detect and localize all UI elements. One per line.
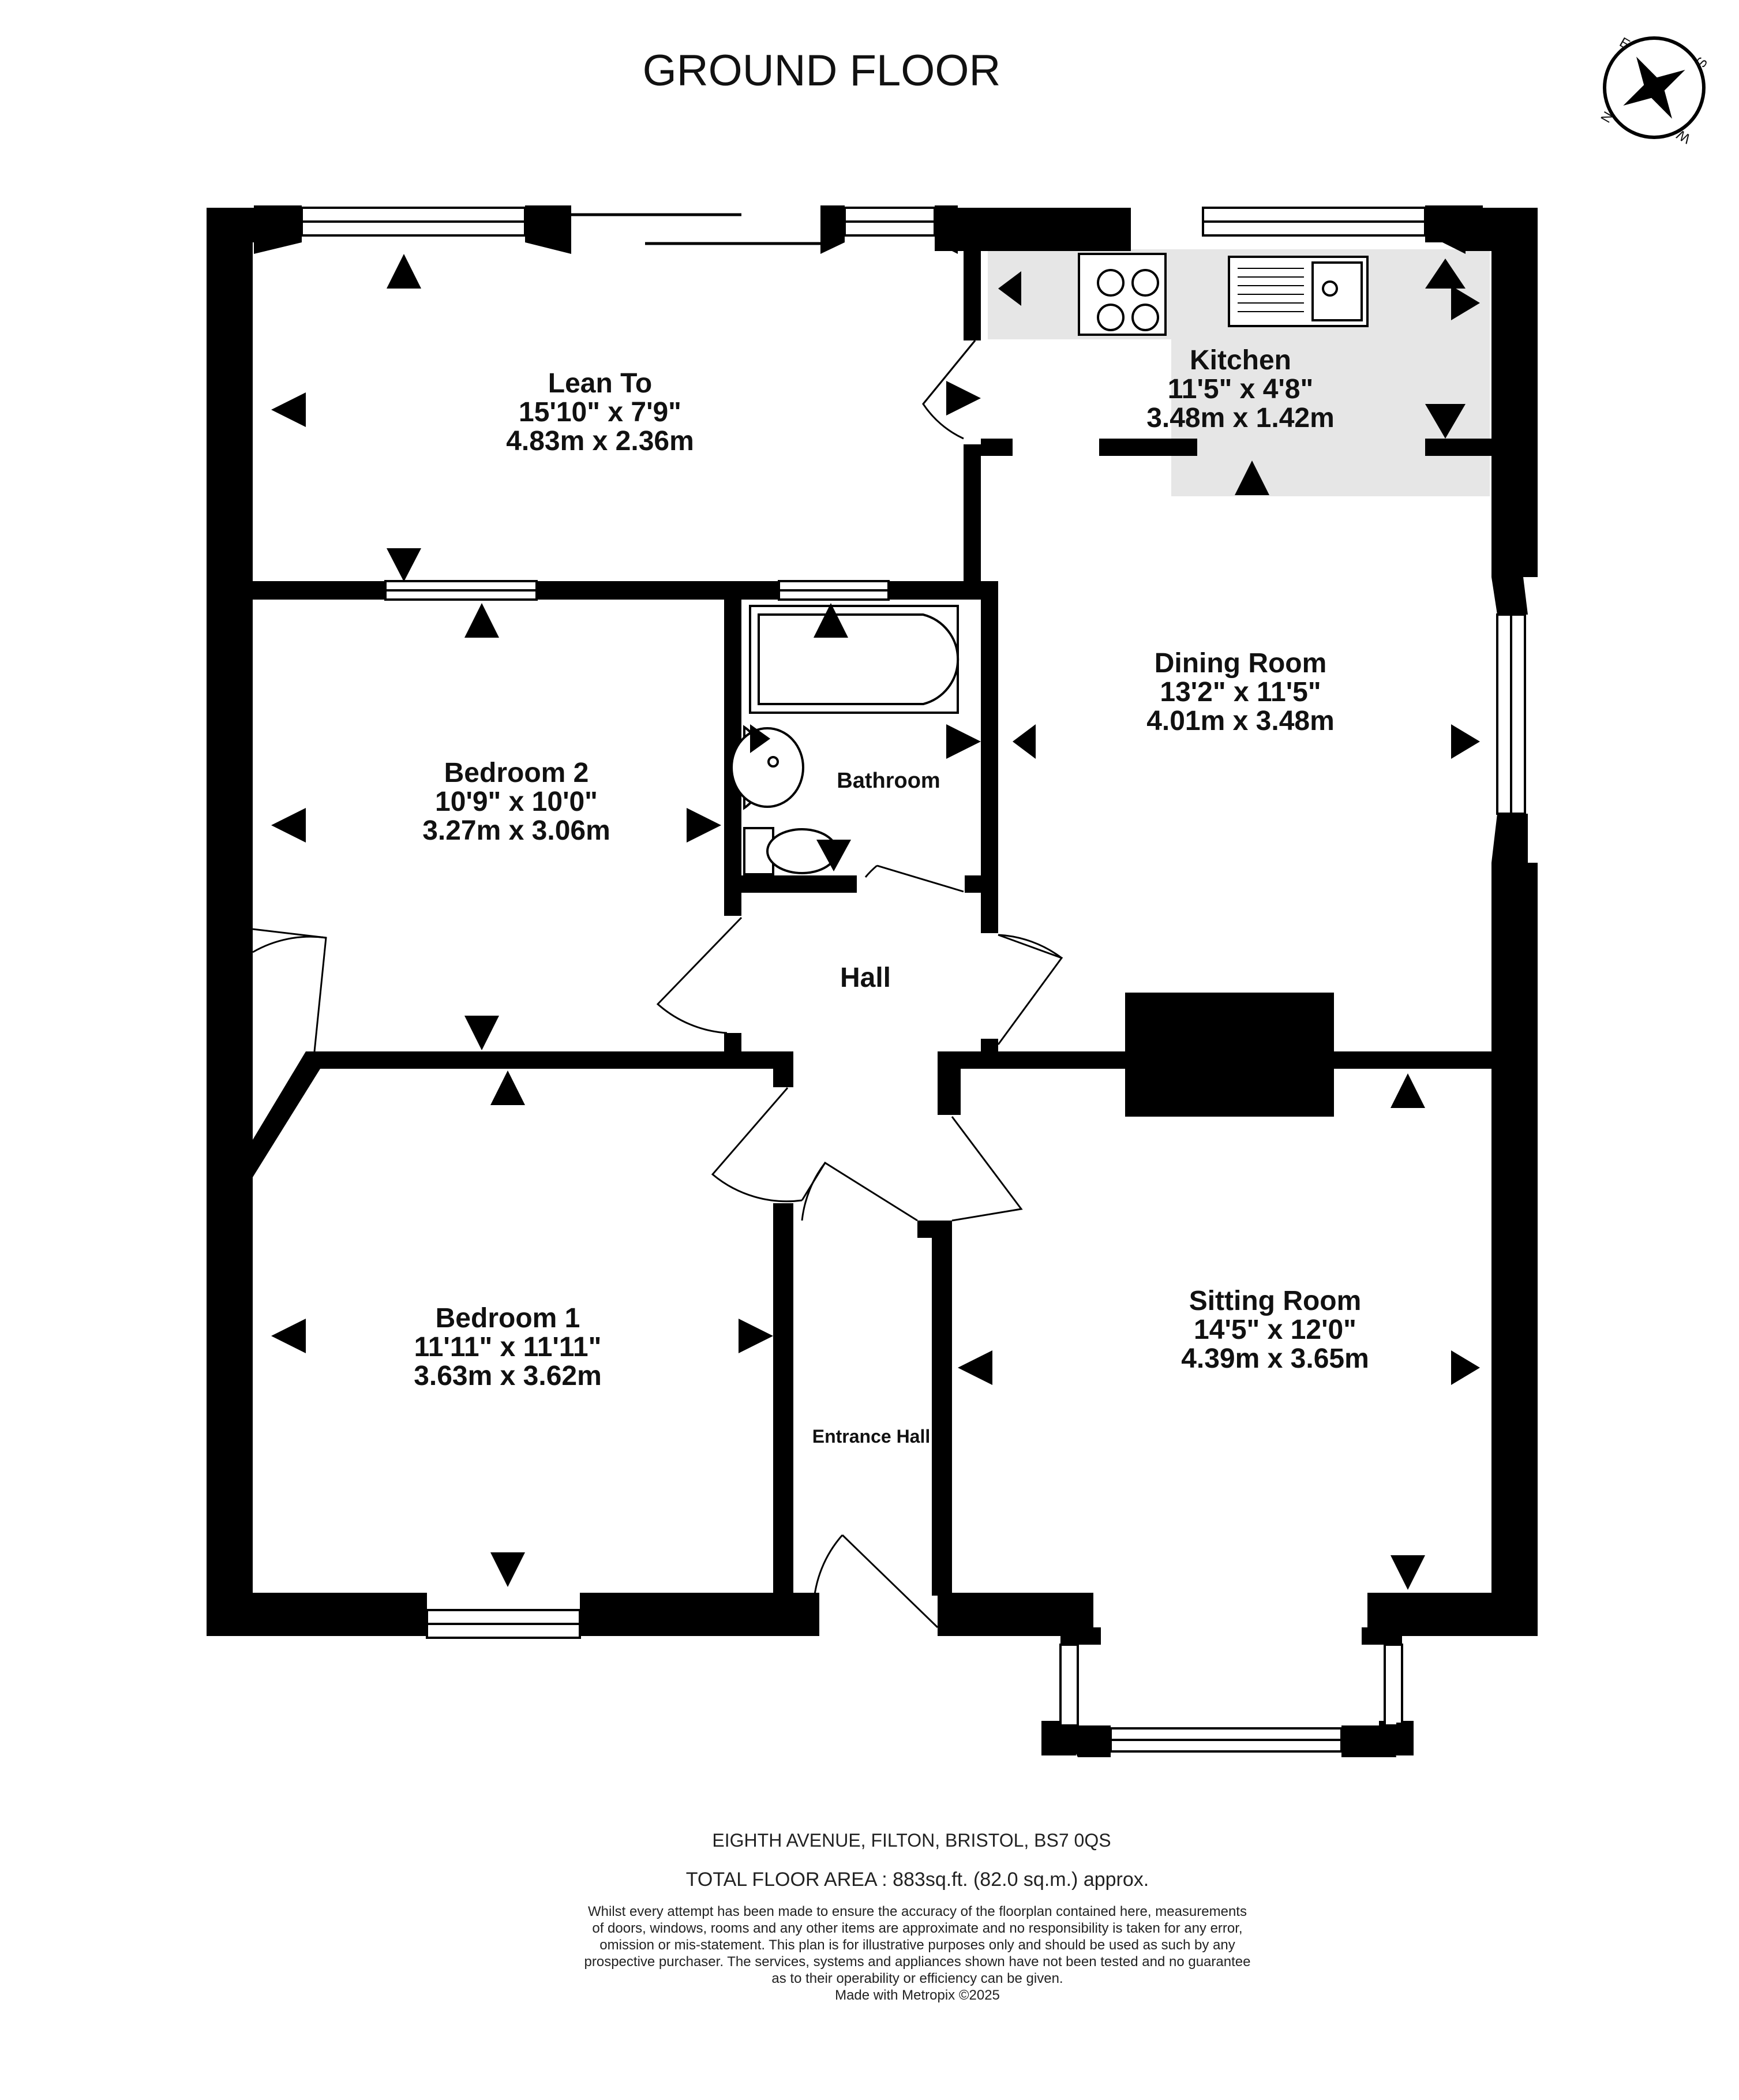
floor-title: GROUND FLOOR <box>643 46 1001 95</box>
dining-room-metric: 4.01m x 3.48m <box>1146 706 1335 736</box>
bedroom-2-metric: 3.27m x 3.06m <box>422 815 610 846</box>
bathroom-name: Bathroom <box>837 769 940 793</box>
sitting-room-metric: 4.39m x 3.65m <box>1181 1343 1369 1374</box>
room-label-dining-room: Dining Room 13'2" x 11'5" 4.01m x 3.48m <box>1146 648 1335 736</box>
lean-to-imperial: 15'10" x 7'9" <box>519 397 681 428</box>
room-label-kitchen: Kitchen 11'5" x 4'8" 3.48m x 1.42m <box>1146 345 1335 433</box>
disclaimer-line-4: prospective purchaser. The services, sys… <box>584 1954 1251 1970</box>
total-floor-area: TOTAL FLOOR AREA : 883sq.ft. (82.0 sq.m.… <box>686 1869 1149 1891</box>
room-label-bedroom-2: Bedroom 2 10'9" x 10'0" 3.27m x 3.06m <box>422 758 610 846</box>
room-label-bathroom: Bathroom <box>837 769 940 793</box>
sliding-door <box>571 213 820 245</box>
dining-room-name: Dining Room <box>1155 648 1327 679</box>
windows <box>301 207 1526 1753</box>
room-label-lean-to: Lean To 15'10" x 7'9" 4.83m x 2.36m <box>506 368 694 456</box>
doors <box>252 340 1063 1629</box>
basin-icon <box>730 725 804 810</box>
walls <box>207 205 1538 1755</box>
kitchen-metric: 3.48m x 1.42m <box>1146 403 1335 433</box>
bedroom-1-name: Bedroom 1 <box>436 1303 580 1334</box>
lean-to-metric: 4.83m x 2.36m <box>506 426 694 456</box>
window-frames <box>254 205 1528 1757</box>
property-address: EIGHTH AVENUE, FILTON, BRISTOL, BS7 0QS <box>712 1830 1111 1851</box>
sink-icon <box>1228 256 1369 327</box>
compass-rose-icon: N E S W <box>1598 35 1710 147</box>
disclaimer-line-5: as to their operability or efficiency ca… <box>771 1971 1063 1986</box>
kitchen-imperial: 11'5" x 4'8" <box>1168 374 1314 405</box>
hall-name: Hall <box>840 963 891 993</box>
room-label-sitting-room: Sitting Room 14'5" x 12'0" 4.39m x 3.65m <box>1181 1286 1369 1374</box>
sitting-room-name: Sitting Room <box>1189 1286 1362 1316</box>
compass-west-label: W <box>1674 126 1693 147</box>
bedroom-2-name: Bedroom 2 <box>444 758 589 788</box>
bedroom-1-metric: 3.63m x 3.62m <box>414 1361 602 1391</box>
lean-to-name: Lean To <box>548 368 652 399</box>
dining-room-imperial: 13'2" x 11'5" <box>1160 677 1321 708</box>
entrance-hall-name: Entrance Hall <box>812 1426 931 1447</box>
bath-icon <box>749 605 960 714</box>
kitchen-name: Kitchen <box>1190 345 1291 376</box>
disclaimer-line-3: omission or mis-statement. This plan is … <box>599 1937 1235 1953</box>
sitting-room-imperial: 14'5" x 12'0" <box>1194 1315 1356 1345</box>
room-markers <box>271 254 1480 1590</box>
disclaimer-line-2: of doors, windows, rooms and any other i… <box>592 1921 1242 1936</box>
compass-north-label: N <box>1598 109 1616 126</box>
disclaimer-credit: Made with Metropix ©2025 <box>835 1987 1000 2003</box>
room-label-hall: Hall <box>840 963 891 993</box>
hob-icon <box>1078 253 1167 336</box>
room-label-bedroom-1: Bedroom 1 11'11" x 11'11" 3.63m x 3.62m <box>414 1303 602 1391</box>
disclaimer-line-1: Whilst every attempt has been made to en… <box>588 1904 1247 1919</box>
room-label-entrance-hall: Entrance Hall <box>812 1426 931 1447</box>
bedroom-2-imperial: 10'9" x 10'0" <box>435 787 598 817</box>
bedroom-1-imperial: 11'11" x 11'11" <box>414 1332 602 1362</box>
